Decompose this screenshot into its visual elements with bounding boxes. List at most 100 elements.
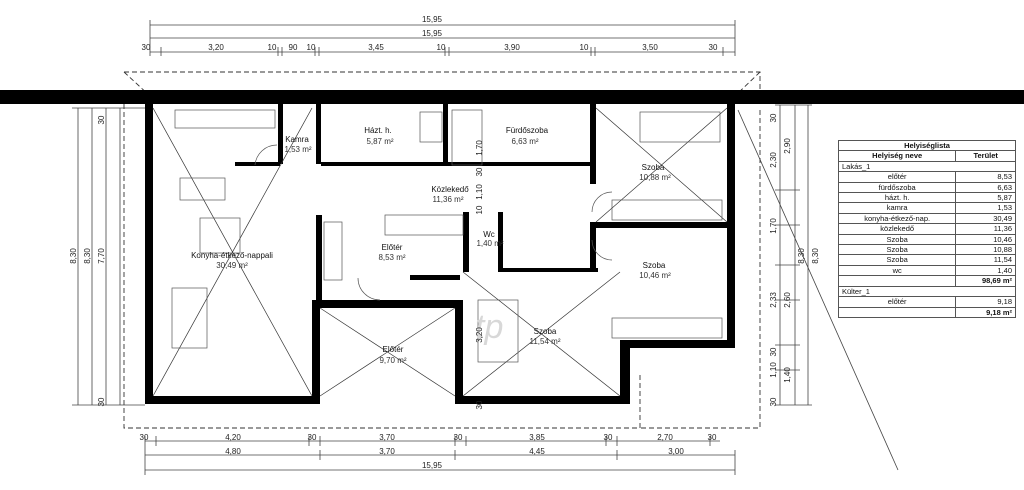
row-area: 30,49	[955, 212, 1016, 225]
dim-text: 4,20	[225, 433, 241, 442]
dim-text: 30	[454, 433, 463, 442]
dim-text: 3,70	[379, 447, 395, 456]
dim-text: 2,90	[783, 138, 792, 154]
row-name: előtér	[837, 296, 957, 308]
dim-text: 1,10	[769, 362, 778, 378]
right-dimensions: 30 2,30 2,90 1,70 2,33 2,60 1,10 30 1,40…	[769, 113, 820, 406]
dim-text: 2,60	[783, 292, 792, 308]
dim-text: 3,45	[368, 43, 384, 52]
room-area: 5,87 m²	[366, 137, 393, 146]
row-name: wc	[837, 264, 957, 277]
room-name: Előtér	[382, 243, 403, 252]
dim-text: 3,20	[208, 43, 224, 52]
room-area: 10,88 m²	[639, 173, 671, 182]
watermark: tp	[475, 308, 503, 346]
dim-text: 15,95	[422, 461, 443, 470]
table-title: Helyiséglista	[838, 139, 1016, 152]
room-area: 6,63 m²	[511, 137, 538, 146]
room-area: 9,70 m²	[379, 356, 406, 365]
row-area: 9,18	[955, 296, 1016, 308]
row-area: 10,46	[955, 233, 1016, 246]
row-name: Szoba	[837, 244, 957, 256]
dim-text: 30	[142, 43, 151, 52]
room-name: Fürdőszoba	[506, 126, 549, 135]
dim-text: 90	[289, 43, 298, 52]
column-header-area: Terület	[955, 150, 1016, 162]
left-dimensions: 8,30 8,30 7,70 30 30	[69, 115, 106, 406]
room-name: Szoba	[643, 261, 666, 270]
dim-text: 2,30	[769, 152, 778, 168]
dim-text: 10	[437, 43, 446, 52]
ground-line	[0, 90, 1024, 104]
dim-text: 30	[769, 113, 778, 122]
room-name: Szoba	[642, 163, 665, 172]
dim-text: 8,30	[797, 248, 806, 264]
room-area: 8,53 m²	[378, 253, 405, 262]
row-area: 6,63	[955, 181, 1016, 194]
room-area: 10,46 m²	[639, 271, 671, 280]
row-area: 1,40	[955, 264, 1016, 277]
dimension-lines	[72, 20, 899, 475]
room-name: Wc	[483, 230, 495, 239]
row-area: 10,88	[955, 244, 1016, 256]
dim-text: 2,70	[657, 433, 673, 442]
dim-text: 30	[769, 347, 778, 356]
dim-text: 1,40	[783, 367, 792, 383]
column-header-name: Helyiség neve	[837, 150, 957, 162]
walls	[145, 104, 735, 404]
table-section-label: Külter_1	[838, 285, 1016, 298]
dim-text: 3,20	[475, 327, 484, 343]
dim-text: 30	[475, 167, 484, 176]
row-name: kamra	[837, 202, 957, 214]
dim-text: 15,95	[422, 15, 443, 24]
dim-text: 30	[97, 397, 106, 406]
dim-text: 1,70	[475, 140, 484, 156]
table-row: konyha-étkező-nap.30,49	[837, 212, 1016, 225]
row-area: 11,54	[955, 254, 1016, 266]
dim-text: 3,90	[504, 43, 520, 52]
room-area: 30,49 m²	[216, 261, 248, 270]
row-area: 8,53	[955, 171, 1016, 183]
room-area: 1,40 m²	[476, 239, 503, 248]
dim-text: 30	[140, 433, 149, 442]
room-list-table: Helyiséglista Helyiség neve Terület Laká…	[837, 139, 1016, 318]
row-name: Szoba	[837, 233, 957, 246]
interior-dimensions: 1,70 30 1,10 10 3,20 30	[475, 140, 484, 410]
dim-text: 4,45	[529, 447, 545, 456]
dim-text: 10	[268, 43, 277, 52]
room-area: 11,54 m²	[530, 337, 561, 346]
dim-text: 1,10	[475, 184, 484, 200]
row-area: 11,36	[955, 223, 1016, 235]
room-name: Házt. h.	[364, 126, 392, 135]
dim-text: 3,50	[642, 43, 658, 52]
room-area: 11,36 m²	[433, 195, 464, 204]
dim-text: 30	[708, 433, 717, 442]
room-name: Közlekedő	[431, 185, 469, 194]
room-name: Konyha-étkező-nappali	[191, 251, 273, 260]
room-diagonals	[152, 107, 728, 397]
furniture	[171, 109, 723, 363]
row-area: 5,87	[955, 192, 1016, 204]
room-labels: Kamra 1,53 m² Házt. h. 5,87 m² Fürdőszob…	[191, 126, 671, 365]
room-name: Kamra	[285, 135, 309, 144]
row-name: közlekedő	[837, 223, 957, 235]
dim-text: 3,70	[379, 433, 395, 442]
room-area: 1,53 m²	[284, 145, 311, 154]
room-name: Előtér	[383, 345, 404, 354]
room-name: Szoba	[534, 327, 557, 336]
dim-text: 10	[475, 205, 484, 214]
dim-text: 4,80	[225, 447, 241, 456]
row-name: házt. h.	[837, 192, 957, 204]
dim-text: 30	[604, 433, 613, 442]
dim-text: 30	[97, 115, 106, 124]
row-name: konyha-étkező-nap.	[837, 212, 957, 225]
top-dimensions: 15,95 15,95 30 3,20 10 90 10 3,45 10 3,9…	[142, 15, 718, 52]
row-area: 1,53	[955, 202, 1016, 214]
dim-text: 8,30	[811, 248, 820, 264]
dim-text: 3,85	[529, 433, 545, 442]
